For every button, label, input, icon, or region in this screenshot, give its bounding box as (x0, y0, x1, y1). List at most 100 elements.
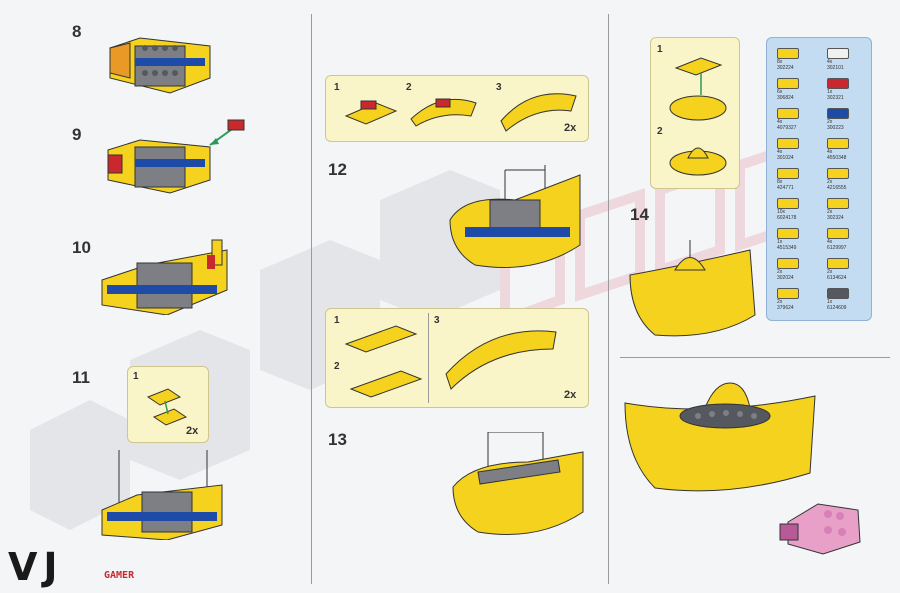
part-id: 4216555 (827, 185, 847, 191)
step-8-model (109, 37, 211, 94)
part-quantity: 6x (777, 89, 783, 95)
part-id: 6124609 (827, 305, 847, 311)
part-brick-icon (777, 228, 799, 239)
part-id: 4550348 (827, 155, 847, 161)
part-brick-icon (777, 288, 799, 299)
step-number-10: 10 (72, 238, 91, 257)
part-id: 4515349 (777, 245, 797, 251)
part-brick-icon (777, 168, 799, 179)
column-divider-1 (311, 14, 312, 584)
part-quantity: 2x (777, 299, 783, 305)
pig-figure (779, 503, 861, 555)
part-id: 301024 (777, 155, 794, 161)
part-id: 302321 (827, 95, 844, 101)
part-brick-icon (777, 138, 799, 149)
part-id: 6134624 (827, 275, 847, 281)
callout-13-multiplier: 2x (564, 389, 577, 401)
callout-14-subnum-1: 1 (657, 44, 663, 55)
step-number-13: 13 (328, 430, 347, 449)
part-quantity: 2x (827, 119, 833, 125)
step-12-callout: 1 2 3 2x (325, 75, 589, 142)
callout-13-parts (344, 325, 557, 398)
part-brick-icon (777, 258, 799, 269)
logo-vj-text: VJ (8, 545, 64, 589)
part-id: 6024178 (777, 215, 797, 221)
callout-14-subnum-2: 2 (657, 126, 663, 137)
part-brick-icon (827, 78, 849, 89)
part-brick-icon (827, 258, 849, 269)
part-quantity: 8x (777, 59, 783, 65)
step-11-model (101, 450, 223, 540)
column-divider-2 (608, 14, 609, 584)
step-10-model (101, 239, 228, 315)
step-13-model (452, 432, 584, 535)
step-14-model (629, 240, 756, 337)
part-id: 302024 (777, 275, 794, 281)
part-brick-icon (827, 48, 849, 59)
callout-12-subnum-3: 3 (496, 82, 502, 93)
part-quantity: 2x (777, 269, 783, 275)
part-brick-icon (827, 138, 849, 149)
part-brick-icon (827, 108, 849, 119)
part-quantity: 4x (777, 119, 783, 125)
callout-11-subnum: 1 (133, 371, 139, 382)
part-quantity: 8x (777, 179, 783, 185)
step-number-11: 11 (72, 368, 90, 387)
logo-gamer-text: GAMER (104, 570, 135, 581)
part-brick-icon (827, 228, 849, 239)
callout-12-subnum-1: 1 (334, 82, 340, 93)
part-id: 302101 (827, 65, 844, 71)
step-13-callout: 1 2 3 2x (325, 308, 589, 408)
part-quantity: 2x (827, 179, 833, 185)
final-model (624, 382, 816, 492)
row-divider-right (620, 357, 890, 358)
step-12-model (449, 165, 581, 268)
part-quantity: 2x (827, 269, 833, 275)
callout-12-multiplier: 2x (564, 122, 577, 134)
part-quantity: 1x (827, 299, 833, 305)
part-quantity: 10x (777, 209, 786, 215)
part-id: 302324 (827, 215, 844, 221)
callout-13-divider (428, 313, 429, 403)
part-brick-icon (827, 288, 849, 299)
part-quantity: 4x (827, 59, 833, 65)
callout-12-subnum-2: 2 (406, 82, 412, 93)
step-9-model (107, 119, 245, 194)
step-number-14: 14 (630, 205, 649, 224)
part-quantity: 2x (827, 209, 833, 215)
part-quantity: 4x (777, 149, 783, 155)
part-brick-icon (777, 198, 799, 209)
callout-12-parts (344, 93, 577, 132)
part-brick-icon (777, 78, 799, 89)
part-id: 379624 (777, 305, 794, 311)
part-brick-icon (777, 108, 799, 119)
callout-11-multiplier: 2x (186, 425, 199, 437)
callout-13-subnum-3: 3 (434, 315, 440, 326)
part-id: 6129997 (827, 245, 847, 251)
step-number-12: 12 (328, 160, 347, 179)
part-id: 424771 (777, 185, 794, 191)
step-11-callout: 1 2x (127, 366, 209, 443)
callout-11-parts (146, 388, 188, 426)
part-brick-icon (827, 168, 849, 179)
part-quantity: 1x (827, 89, 833, 95)
step-number-9: 9 (72, 125, 82, 144)
step-number-8: 8 (72, 22, 82, 41)
vj-gamer-logo: VJ GAMER (8, 545, 134, 589)
part-quantity: 4x (827, 239, 833, 245)
part-brick-icon (777, 48, 799, 59)
part-id: 4079327 (777, 125, 797, 131)
callout-13-subnum-2: 2 (334, 361, 340, 372)
part-quantity: 4x (827, 149, 833, 155)
part-id: 306824 (777, 95, 794, 101)
part-id: 302224 (777, 65, 794, 71)
callout-14-parts (669, 57, 727, 176)
part-quantity: 1x (777, 239, 783, 245)
part-id: 300223 (827, 125, 844, 131)
callout-13-subnum-1: 1 (334, 315, 340, 326)
part-brick-icon (827, 198, 849, 209)
step-14-callout: 1 2 (650, 37, 740, 189)
